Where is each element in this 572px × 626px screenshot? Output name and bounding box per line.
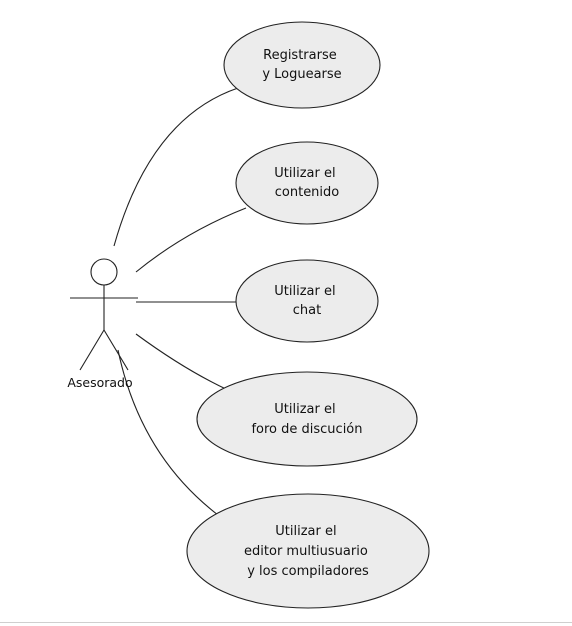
use-case-contenido: Utilizar el contenido	[235, 141, 379, 225]
use-case-ellipse	[196, 371, 418, 467]
use-case-label: chat	[293, 303, 321, 318]
use-case-ellipse	[235, 141, 379, 225]
use-case-label: editor multiusuario	[244, 544, 368, 559]
use-case-label: contenido	[275, 185, 340, 200]
actor-figure	[70, 258, 138, 371]
use-case-ellipse	[223, 21, 381, 109]
actor-right-leg	[103, 329, 129, 371]
bottom-divider	[0, 622, 572, 623]
actor-left-leg	[79, 329, 105, 371]
actor-head	[90, 258, 118, 286]
use-case-label: y los compiladores	[247, 564, 369, 579]
use-case-ellipse	[186, 493, 430, 609]
use-case-label: Registrarse	[263, 48, 337, 63]
association-registrarse	[113, 87, 239, 247]
svg-text:Utilizar el editor multi: Utilizar el editor multiusuario y los co…	[244, 524, 372, 579]
use-case-label: Utilizar el	[274, 402, 335, 417]
use-case-foro: Utilizar el foro de discución	[196, 371, 418, 467]
use-case-ellipse	[235, 259, 379, 343]
use-case-label: Utilizar el	[275, 524, 336, 539]
use-case-chat: Utilizar el chat	[235, 259, 379, 343]
svg-text:Registrarse y Loguearse: Registrarse y Loguearse	[262, 48, 341, 82]
use-case-label: foro de discución	[251, 422, 362, 437]
use-case-label: Utilizar el	[274, 166, 335, 181]
svg-text:Utilizar el chat: Utilizar el chat	[274, 284, 339, 318]
association-contenido	[135, 207, 247, 273]
association-foro	[135, 333, 229, 391]
svg-text:Utilizar el contenido: Utilizar el contenido	[274, 166, 339, 200]
association-editor	[117, 349, 219, 516]
use-case-label: y Loguearse	[262, 67, 341, 82]
actor-label: Asesorado	[67, 375, 132, 390]
svg-text:Utilizar el foro de disc: Utilizar el foro de discución	[251, 402, 362, 437]
use-case-editor: Utilizar el editor multiusuario y los co…	[186, 493, 430, 609]
use-case-registrarse: Registrarse y Loguearse	[223, 21, 381, 109]
use-case-label: Utilizar el	[274, 284, 335, 299]
